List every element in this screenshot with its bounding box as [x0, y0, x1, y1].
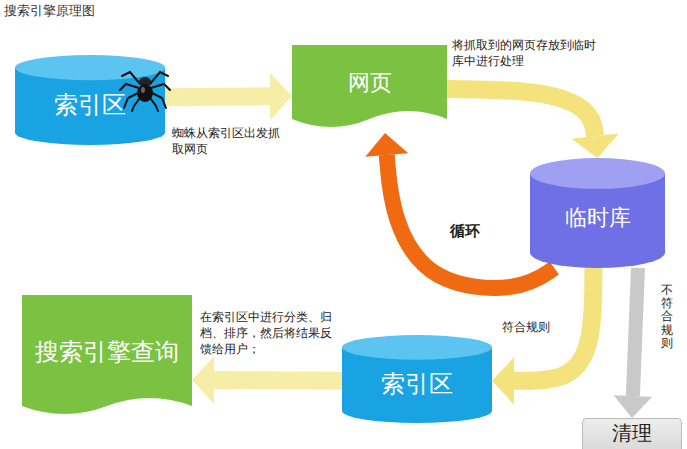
node-label: 索引区 [381, 358, 453, 400]
flow-arrow [447, 89, 595, 136]
flow-arrow [214, 371, 342, 390]
edge-label: 不符合规则 [660, 282, 674, 352]
node-label: 搜索引擎查询 [35, 336, 179, 380]
node-label: 清理 [612, 420, 652, 447]
edge-label: 蜘蛛从索引区出发抓取网页 [170, 124, 286, 158]
diagram-title: 搜索引擎原理图 [4, 2, 95, 20]
query-document: 搜索引擎查询 [22, 295, 192, 420]
node-label: 临时库 [565, 193, 631, 233]
flow-arrow [387, 155, 555, 288]
node-label: 网页 [348, 68, 392, 110]
flow-arrow [165, 96, 270, 97]
node-label: 索引区 [54, 79, 126, 121]
index-cylinder: 索引区 [342, 335, 492, 423]
flow-arrow [633, 268, 638, 396]
edge-label: 循环 [448, 222, 488, 240]
cleanup-box: 清理 [582, 418, 682, 449]
edge-label: 在索引区中进行分类、归档、排序，然后将结果反馈给用户； [198, 308, 342, 358]
temp-db-cylinder: 临时库 [530, 158, 665, 268]
edge-label: 将抓取到的网页存放到临时库中进行处理 [450, 36, 606, 70]
webpage-document: 网页 [292, 45, 447, 133]
edge-label: 符合规则 [500, 318, 556, 336]
spider-icon [118, 64, 172, 112]
